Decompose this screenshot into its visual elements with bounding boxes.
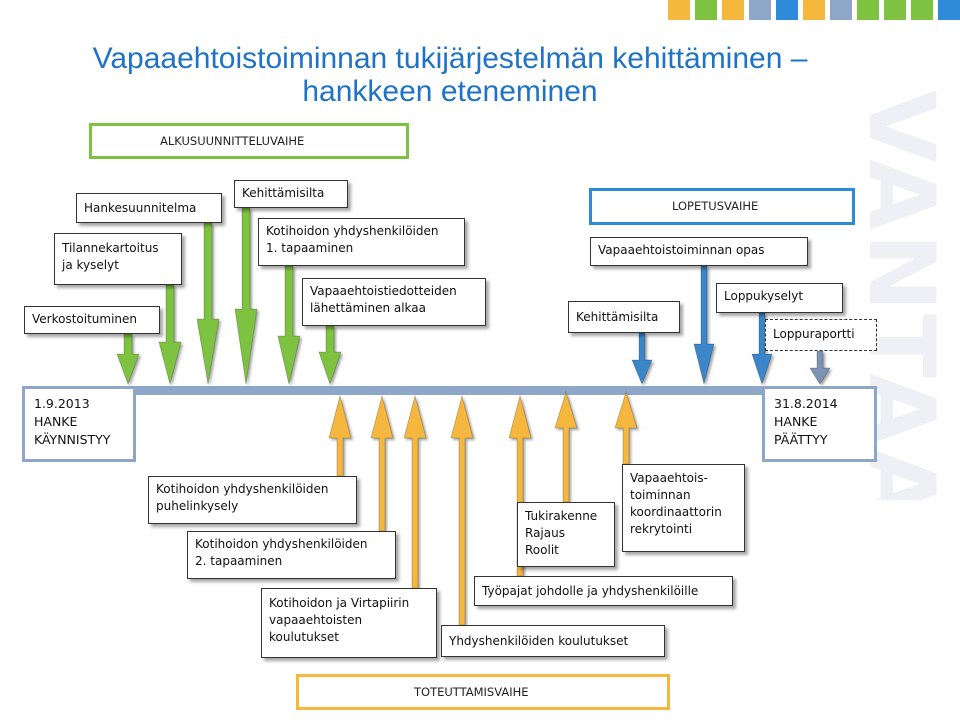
arrow-kehittamisilta-1 [234, 207, 258, 385]
decor-square-10 [911, 0, 933, 20]
arrow-tapaaminen-1 [277, 265, 301, 385]
planning-item-verkostoituminen: Verkostoituminen [24, 306, 160, 334]
execution-item-yhdyshenkiloiden-koulutukset: Yhdyshenkilöiden koulutukset [441, 625, 665, 657]
item-text: Vapaaehtoistoiminnan opas [598, 243, 765, 257]
decor-square-8 [857, 0, 879, 20]
item-text: Vapaaehtoistiedotteiden [310, 284, 457, 298]
arrow-tiedotteet [318, 325, 342, 386]
end-label-1: HANKE [774, 414, 818, 429]
planning-item-tapaaminen-1: Kotihoidon yhdyshenkilöiden 1. tapaamine… [258, 218, 465, 266]
end-label-2: PÄÄTTYY [774, 432, 828, 447]
timeline-end-box: 31.8.2014 HANKE PÄÄTTYY [762, 386, 877, 462]
execution-item-tukirakenne: Tukirakenne Rajaus Roolit [517, 502, 615, 567]
item-text: toiminnan [630, 488, 691, 502]
decor-square-6 [803, 0, 825, 20]
arrow-yhdyshenkiloiden-koulutukset [450, 394, 474, 626]
item-text: Kehittämisilta [576, 310, 659, 324]
item-text: Loppuraportti [773, 327, 855, 341]
arrow-rekrytointi [614, 390, 638, 465]
start-label-1: HANKE [34, 414, 78, 429]
planning-item-tilannekartoitus: Tilannekartoitus ja kyselyt [54, 233, 182, 285]
item-text: lähettäminen alkaa [310, 301, 427, 315]
planning-item-kehittamisilta: Kehittämisilta [234, 180, 348, 208]
decor-square-7 [830, 0, 852, 20]
start-date: 1.9.2013 [34, 396, 90, 411]
item-text: vapaaehtoisten [269, 613, 363, 627]
item-text: Hankesuunnitelma [84, 201, 197, 215]
phase-text-planning: ALKUSUUNNITTELUVAIHE [160, 134, 305, 148]
item-text: 1. tapaaminen [266, 241, 354, 255]
execution-item-koulutukset: Kotihoidon ja Virtapiirin vapaaehtoisten… [261, 588, 437, 658]
item-text: Kotihoidon yhdyshenkilöiden [156, 482, 329, 496]
closing-item-kehittamisilta: Kehittämisilta [568, 301, 680, 333]
decor-square-1 [668, 0, 690, 20]
decor-square-4 [749, 0, 771, 20]
arrow-hankesuunnitelma [196, 222, 220, 385]
arrow-kehittamisilta-2 [631, 332, 653, 386]
title-line-2: hankkeen eteneminen [302, 75, 598, 108]
phase-label-execution: TOTEUTTAMISVAIHE [296, 674, 670, 710]
item-text: Kotihoidon yhdyshenkilöiden [266, 224, 439, 238]
planning-item-hankesuunnitelma: Hankesuunnitelma [76, 193, 222, 223]
item-text: Roolit [525, 543, 559, 557]
timeline-bar [130, 386, 770, 395]
closing-item-loppukyselyt: Loppukyselyt [716, 283, 843, 313]
decor-square-3 [722, 0, 744, 20]
page-title: Vapaaehtoistoiminnan tukijärjestelmän ke… [30, 42, 870, 108]
item-text: Tilannekartoitus [62, 241, 159, 255]
execution-item-puhelinkysely: Kotihoidon yhdyshenkilöiden puhelinkysel… [148, 476, 357, 524]
title-line-1: Vapaaehtoistoiminnan tukijärjestelmän ke… [92, 42, 808, 75]
phase-label-closing: LOPETUSVAIHE [589, 188, 855, 225]
arrow-puhelinkysely [328, 394, 352, 477]
arrow-loppuraportti [809, 350, 831, 385]
planning-item-tiedotteet: Vapaaehtoistiedotteiden lähettäminen alk… [302, 278, 486, 326]
arrow-verkostoituminen [116, 333, 140, 386]
item-text: puhelinkysely [156, 499, 239, 513]
closing-item-opas: Vapaaehtoistoiminnan opas [590, 237, 808, 266]
arrow-tukirakenne [554, 390, 578, 503]
item-text: Yhdyshenkilöiden koulutukset [449, 634, 629, 648]
decor-square-5 [776, 0, 798, 20]
item-text: koulutukset [269, 630, 340, 644]
item-text: 2. tapaaminen [195, 554, 283, 568]
item-text: rekrytointi [630, 522, 693, 536]
item-text: koordinaattorin [630, 505, 722, 519]
item-text: Kotihoidon ja Virtapiirin [269, 596, 410, 610]
execution-item-tyopajat: Työpajat johdolle ja yhdyshenkilöille [474, 576, 733, 606]
decor-square-9 [884, 0, 906, 20]
arrows-group [116, 207, 831, 626]
item-text: Rajaus [525, 526, 565, 540]
item-text: Kehittämisilta [242, 186, 325, 200]
execution-item-tapaaminen-2: Kotihoidon yhdyshenkilöiden 2. tapaamine… [187, 531, 396, 579]
arrow-koulutukset [403, 394, 427, 589]
phase-text-execution: TOTEUTTAMISVAIHE [414, 685, 529, 699]
arrow-tapaaminen-2 [370, 394, 394, 532]
phase-label-planning: ALKUSUUNNITTELUVAIHE [89, 123, 409, 159]
item-text: Kotihoidon yhdyshenkilöiden [195, 537, 368, 551]
start-label-2: KÄYNNISTYY [34, 432, 111, 447]
decor-square-11 [938, 0, 960, 20]
decor-square-2 [695, 0, 717, 20]
item-text: Työpajat johdolle ja yhdyshenkilöille [482, 584, 699, 598]
execution-item-rekrytointi: Vapaaehtois- toiminnan koordinaattorin r… [622, 464, 745, 552]
item-text: Tukirakenne [525, 509, 598, 523]
item-text: Loppukyselyt [724, 289, 804, 303]
timeline-start-box: 1.9.2013 HANKE KÄYNNISTYY [22, 386, 136, 462]
phase-text-closing: LOPETUSVAIHE [672, 199, 759, 213]
arrow-tilannekartoitus [158, 284, 182, 386]
item-text: ja kyselyt [62, 258, 119, 272]
arrow-opas [693, 265, 715, 385]
item-text: Vapaaehtois- [630, 471, 708, 485]
closing-item-loppuraportti: Loppuraportti [765, 319, 877, 351]
item-text: Verkostoituminen [32, 312, 138, 326]
end-date: 31.8.2014 [774, 396, 838, 411]
